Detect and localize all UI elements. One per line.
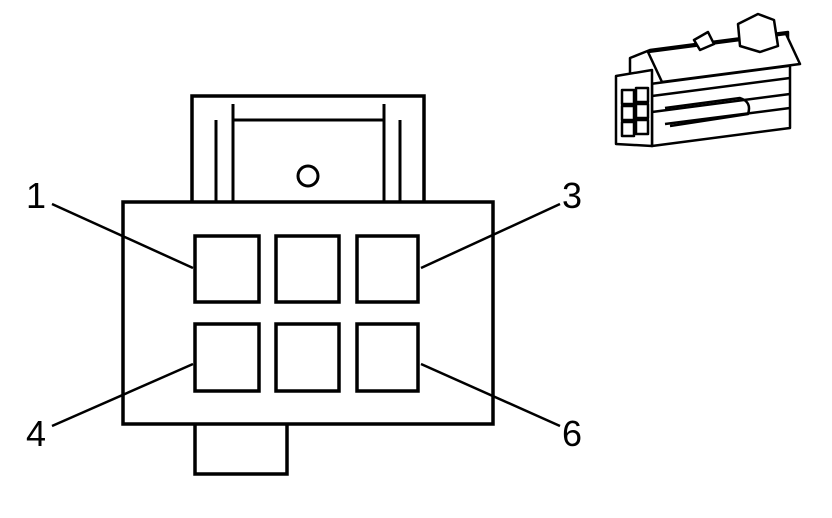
inset-latch-tab [692,30,716,52]
pin-label-3: 3 [562,175,582,216]
cavity-1 [193,234,261,304]
cavity-5 [274,322,341,393]
cavity-6 [355,322,420,393]
connector-body [121,200,495,426]
leader-line-1 [51,202,194,270]
inset-rail-1 [651,76,791,98]
inset-cavity-4 [634,102,650,120]
inset-latch-tower [736,12,780,54]
cavity-4 [193,322,261,393]
locking-tab-housing [190,94,426,206]
leader-line-6 [420,362,561,428]
inset-cavity-5 [620,120,636,138]
inset-rail-2 [651,92,791,114]
leader-line-3 [420,202,561,270]
cavity-2 [274,234,341,304]
inset-cavity-2 [634,86,650,104]
leader-line-4 [51,362,194,428]
connector-isometric-icon [614,12,802,148]
locking-tab-hole [296,164,320,188]
inset-cavity-6 [634,118,650,136]
pin-label-4: 4 [26,413,46,454]
inset-cavity-1 [620,88,636,106]
inset-terminal-barrel [664,96,751,128]
inset-cavity-3 [620,104,636,122]
pin-label-1: 1 [26,175,46,216]
leader-lines [51,202,561,428]
pin-label-6: 6 [562,413,582,454]
connector-key [193,424,289,476]
connector-face [121,94,495,476]
cavity-3 [355,234,420,304]
